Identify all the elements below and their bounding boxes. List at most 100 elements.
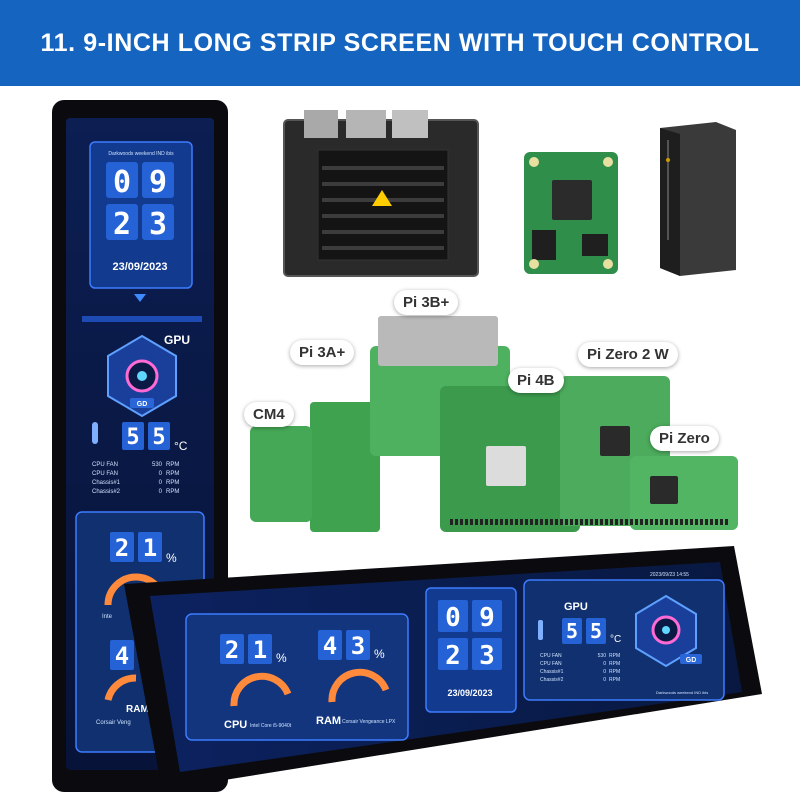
ram-pct-unit: % (374, 647, 385, 661)
power-led (666, 158, 670, 162)
gpu-label: GPU (164, 333, 190, 347)
digit-box (142, 204, 174, 240)
clock-minute-ones: 3 (149, 207, 167, 242)
pc-tower-image (660, 122, 736, 276)
cm4-board (310, 402, 380, 532)
gpu-badge-bg (680, 654, 702, 664)
digit-box (562, 618, 582, 644)
ram-label: RAM (126, 704, 149, 715)
clock-minute-tens: 2 (445, 641, 461, 671)
clock-hour-ones: 9 (479, 603, 495, 633)
ram-gauge (328, 668, 390, 703)
clock-date: 23/09/2023 (447, 688, 492, 698)
ram-label: RAM (316, 715, 341, 727)
clock-hour-tens: 0 (113, 165, 131, 200)
digit-box (438, 638, 468, 670)
horizontal-footer: Darkwoods weekend IND ibis (656, 690, 708, 695)
digit-box (220, 634, 244, 664)
warning-icon (372, 190, 392, 206)
banner-title: 11. 9-INCH LONG STRIP SCREEN WITH TOUCH … (40, 28, 760, 57)
fan-row-value: 0 (159, 489, 163, 495)
temp-tens: 5 (126, 425, 139, 450)
raspberry-pi-boards-image (250, 316, 738, 532)
fan-hub (137, 371, 147, 381)
label-cm4: CM4 (244, 402, 294, 427)
mount-hole (603, 259, 613, 269)
pi-zero-board (630, 456, 738, 530)
cpu-model: Intel Core i5-9040t (250, 723, 292, 729)
fan-row-value: 0 (603, 661, 606, 667)
soc-chip (486, 446, 526, 486)
soc-chip (600, 426, 630, 456)
cm4-io (250, 426, 312, 522)
down-arrow-icon (134, 294, 146, 302)
temp-ones: 5 (152, 425, 165, 450)
digit-box (346, 630, 370, 660)
jetson-board-image (283, 110, 479, 277)
fan-row-value: 530 (598, 653, 607, 659)
ram-pct-ones: 3 (351, 632, 365, 660)
digit-box (248, 634, 272, 664)
fan-row-name: Chassis#2 (92, 489, 121, 495)
vertical-header: Darkwoods weekend IND ibis (108, 151, 174, 157)
memory-chip (532, 230, 556, 260)
soc-chip (650, 476, 678, 504)
clock-hour-ones: 9 (149, 165, 167, 200)
fan-row-name: CPU FAN (92, 471, 118, 477)
horizontal-header: 2023/09/23 14:55 (650, 572, 689, 578)
fan-row-unit: RPM (609, 677, 620, 683)
temp-tens: 5 (566, 619, 578, 643)
ram-model: Corsair Vengeance LPX (342, 719, 396, 725)
digit-box (472, 638, 502, 670)
fan-row-unit: RPM (609, 653, 620, 659)
gpu-badge: GD (686, 657, 697, 664)
clock-date: 23/09/2023 (112, 261, 167, 273)
cpu-sub-label: Inte (102, 614, 113, 620)
digit-box (586, 618, 606, 644)
usb-stack (378, 316, 498, 366)
emmc-chip (582, 234, 608, 256)
gpu-badge-bg (130, 398, 154, 408)
fan-row-value: 0 (159, 480, 163, 486)
ram-sub-label: Corsair Veng (96, 720, 131, 726)
thermometer-icon (92, 422, 98, 444)
digit-box (106, 162, 138, 198)
mount-hole (529, 259, 539, 269)
clock-minute-tens: 2 (113, 207, 131, 242)
label-pi-zero-2w: Pi Zero 2 W (578, 342, 678, 367)
fan-row-unit: RPM (609, 669, 620, 675)
fan-row-unit: RPM (166, 480, 179, 486)
cpu-pct-unit: % (276, 651, 287, 665)
ram-gauge (104, 674, 137, 701)
soc-chip (552, 180, 592, 220)
ethernet-port (392, 110, 428, 138)
divider-bar (82, 316, 202, 322)
usb-port (346, 110, 386, 138)
cpu-label: CPU (224, 719, 247, 731)
cpu-pct-tens: 2 (115, 534, 129, 562)
fan-row-name: CPU FAN (540, 661, 562, 667)
heatsink-fins (322, 166, 444, 250)
clock-hour-tens: 0 (445, 603, 461, 633)
label-pi-3b-plus: Pi 3B+ (394, 290, 459, 315)
fan-row-value: 0 (603, 669, 606, 675)
digit-box (148, 422, 170, 450)
fan-hub (662, 626, 670, 634)
ram-pct-tens: 4 (323, 632, 337, 660)
digit-box (142, 162, 174, 198)
clock-minute-ones: 3 (479, 641, 495, 671)
usb-port (304, 110, 338, 138)
fan-row-name: CPU FAN (540, 653, 562, 659)
fan-row-name: Chassis#2 (540, 677, 564, 683)
gpu-badge: GD (137, 401, 148, 408)
ram-pct-tens: 4 (115, 642, 129, 670)
digit-box (110, 532, 134, 562)
fan-row-name: CPU FAN (92, 462, 118, 468)
fan-row-name: Chassis#1 (540, 669, 564, 675)
label-pi-zero: Pi Zero (650, 426, 719, 451)
digit-box (110, 640, 134, 670)
compute-module-image (524, 152, 618, 274)
gpu-label: GPU (564, 601, 588, 613)
fan-row-value: 0 (159, 471, 163, 477)
label-pi-3a-plus: Pi 3A+ (290, 340, 355, 365)
